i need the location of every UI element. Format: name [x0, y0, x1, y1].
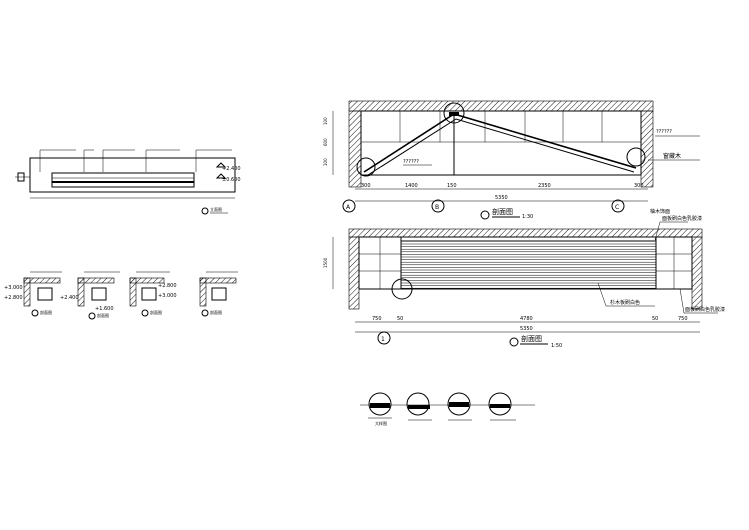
upper-dim-left-3: 100	[323, 158, 328, 166]
upper-note-top-right: ??????	[656, 129, 672, 135]
window-frame	[360, 110, 642, 176]
upper-section-scale: 1:30	[522, 214, 533, 220]
detail3-level-a: +2.800	[158, 283, 177, 289]
axis-marker-b	[431, 199, 445, 213]
upper-dim-left-2: 600	[323, 138, 328, 146]
elevation-title: 立面图	[210, 206, 222, 212]
detail2-level-b: +1.600	[95, 306, 114, 312]
lower-section-drawing: 柚木饰面 面板刷白色乳胶漆 杉木板刷白色 面板刷白色乳胶漆 1500 750 5…	[323, 208, 725, 349]
upper-dim-1: 300	[361, 183, 371, 189]
upper-section-drawing: ?????? ?????? 窗藏木 100 600 100 300 1400 1…	[323, 100, 700, 220]
detail2-level: +2.400	[60, 295, 79, 301]
lower-dim-left: 1500	[323, 257, 328, 268]
upper-dim-3: 150	[447, 183, 457, 189]
right-wall	[640, 110, 654, 188]
lower-dim-total: 5350	[520, 326, 533, 332]
lower-ceiling-slab	[348, 228, 703, 238]
svg-text:C: C	[615, 204, 619, 211]
svg-text:A: A	[346, 204, 351, 211]
svg-text:B: B	[435, 204, 439, 211]
left-detail-sections: +3.000 +2.800 剖面图 +2.400 +1.600 剖面图 +2.8…	[4, 271, 238, 320]
lower-right-wall	[691, 236, 703, 310]
detail1-level-a: +3.000	[4, 285, 23, 291]
label-panel-latex-bottom: 面板刷白色乳胶漆	[685, 306, 725, 313]
detail-callout-top	[443, 102, 465, 124]
lower-dim-5: 750	[678, 316, 688, 322]
upper-note-right: 窗藏木	[663, 152, 681, 160]
detail3-level-b: +3.000	[158, 293, 177, 299]
axis-marker-a	[342, 199, 356, 213]
svg-text:剖面图: 剖面图	[97, 312, 109, 318]
lower-dim-4: 50	[652, 316, 658, 322]
svg-text:剖面图: 剖面图	[150, 309, 162, 315]
lower-section-title: 剖面图	[521, 334, 542, 343]
detail-callout-left	[356, 157, 376, 177]
lower-dim-1: 750	[372, 316, 382, 322]
left-elevation-drawing: +2.400 ±0.600 立面图	[15, 149, 241, 215]
upper-dim-total: 5350	[495, 195, 508, 201]
elevation-level-top: +2.400	[222, 166, 241, 172]
upper-dim-4: 2350	[538, 183, 551, 189]
svg-text:剖面图: 剖面图	[210, 309, 222, 315]
lower-dim-2: 50	[397, 316, 403, 322]
left-wall	[348, 110, 362, 188]
svg-text:1: 1	[381, 336, 385, 343]
detail1-level-b: +2.800	[4, 295, 23, 301]
label-teak-veneer: 柚木饰面	[650, 208, 670, 215]
upper-dim-5: 300	[634, 183, 644, 189]
detail-callout-right	[626, 147, 646, 167]
upper-note-left: ??????	[403, 159, 419, 165]
wood-slat-panel	[400, 236, 657, 290]
ceiling-slab	[348, 100, 654, 112]
lower-left-wall	[348, 236, 360, 310]
label-fir-board: 杉木板刷白色	[610, 299, 640, 306]
lower-dim-3: 4780	[520, 316, 533, 322]
bottom-detail-label: 大样图	[375, 420, 387, 426]
elevation-level-bottom: ±0.600	[222, 177, 241, 183]
lower-detail-callout	[391, 278, 413, 300]
lower-section-scale: 1:50	[551, 343, 562, 349]
upper-dim-2: 1400	[405, 183, 418, 189]
upper-section-title: 剖面图	[492, 207, 513, 216]
lower-axis-marker	[377, 331, 391, 345]
bottom-detail-circles: 大样图	[360, 392, 535, 426]
upper-dim-left-1: 100	[323, 117, 328, 125]
label-panel-latex-top: 面板刷白色乳胶漆	[662, 215, 702, 222]
svg-text:剖面图: 剖面图	[40, 309, 52, 315]
axis-marker-c	[611, 199, 625, 213]
